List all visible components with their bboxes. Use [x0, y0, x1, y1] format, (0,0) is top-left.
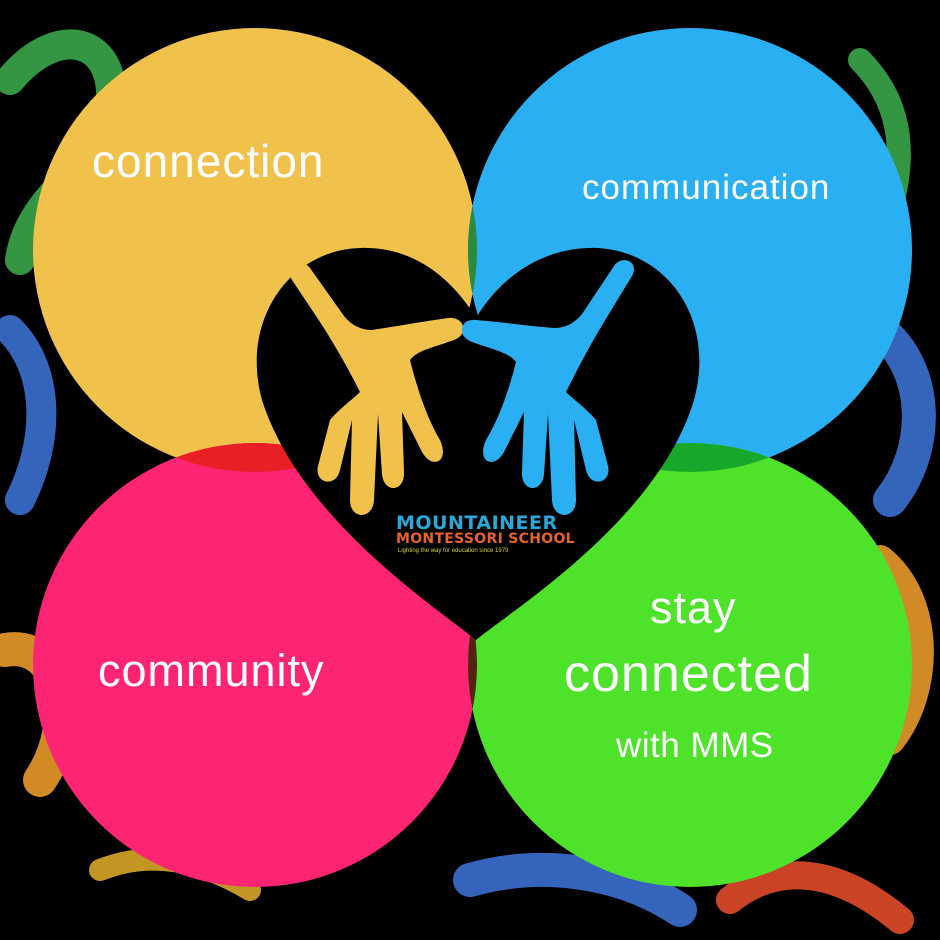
- circle-community: [33, 443, 477, 887]
- label-connected: connected: [564, 645, 813, 703]
- label-with-mms: with MMS: [616, 726, 774, 765]
- logo-line-1: MOUNTAINEER: [396, 512, 558, 534]
- left-hand-icon: [289, 262, 464, 515]
- right-hand-icon: [461, 260, 635, 515]
- logo-line-2: MONTESSORI SCHOOL: [396, 531, 575, 547]
- label-stay: stay: [650, 582, 737, 633]
- label-communication: communication: [582, 168, 831, 207]
- label-connection: connection: [92, 135, 325, 187]
- logo-tagline: Lighting the way for education since 197…: [398, 548, 509, 554]
- label-community: community: [98, 645, 325, 696]
